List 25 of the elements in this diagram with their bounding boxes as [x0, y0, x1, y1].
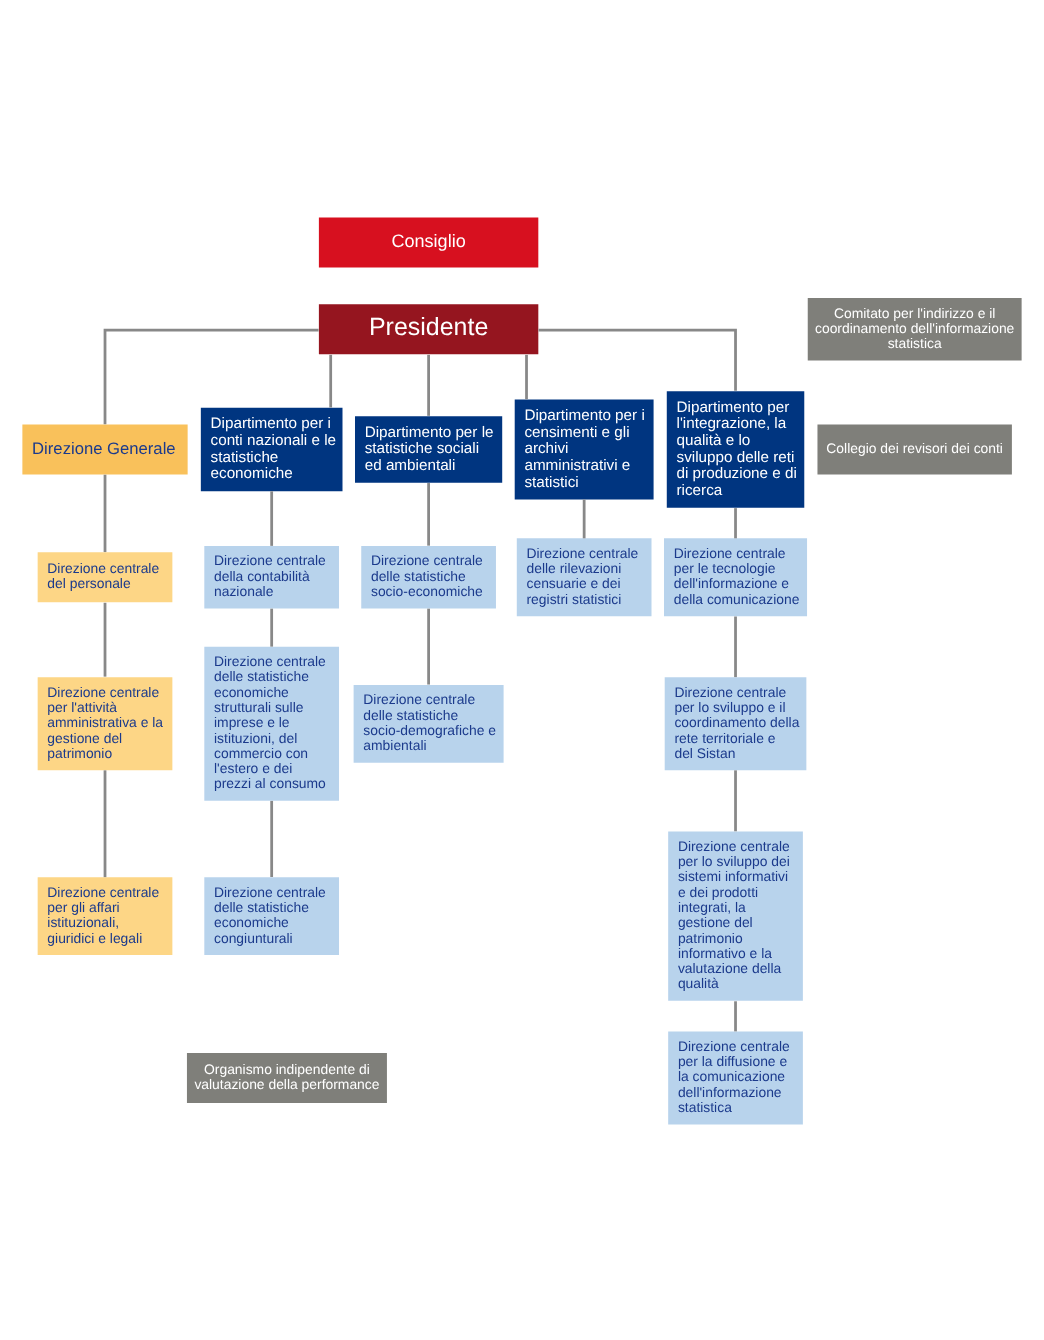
connector	[103, 769, 107, 877]
connector	[103, 473, 107, 552]
node-box: Direzione Generale	[22, 423, 188, 474]
connector	[538, 327, 737, 390]
connector	[427, 607, 430, 684]
connector	[270, 607, 274, 646]
connector	[103, 327, 319, 424]
connector	[525, 353, 528, 399]
node-box: Dipartimento per l'integrazione, la qualità e lo sviluppo delle reti di produzione e di ricerca	[666, 390, 805, 507]
connector	[103, 601, 107, 676]
connector	[582, 498, 586, 538]
connector	[427, 353, 430, 415]
connector	[270, 490, 274, 545]
connector	[427, 482, 430, 545]
connector	[270, 799, 274, 876]
node-box: Dipartimento per i censimenti e gli archivi amministrativi e statistici	[514, 398, 654, 499]
node-box: Consiglio	[318, 216, 539, 267]
node-box: Presidente	[318, 303, 539, 354]
node-box: Dipartimento per le statistiche sociali ed ambientali	[355, 415, 503, 482]
connector	[329, 353, 333, 407]
node-box: Dipartimento per i conti nazionali e le statistiche economiche	[200, 406, 343, 491]
connector	[734, 507, 737, 538]
connector	[734, 1000, 737, 1031]
connector	[734, 615, 737, 677]
connector	[734, 769, 737, 831]
